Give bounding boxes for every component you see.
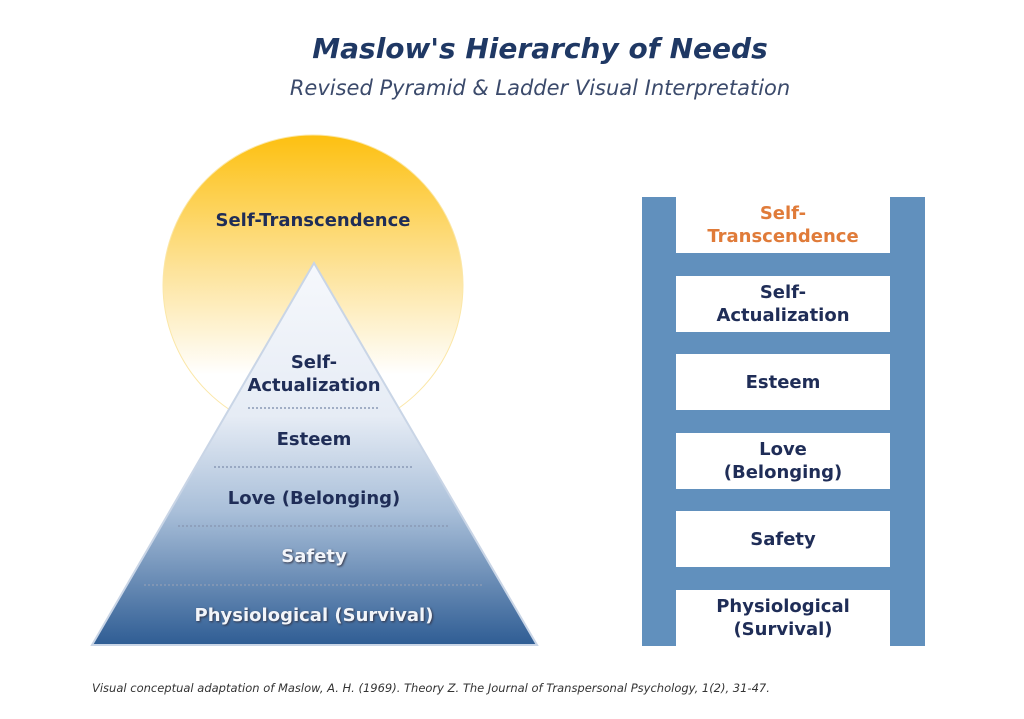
ladder: Self- Transcendence Self- Actualization … [676,197,890,646]
pyramid-level-esteem: Esteem [276,429,352,450]
ladder-rung-self-transcendence: Self- Transcendence [676,197,890,253]
ladder-left-rail [642,197,677,646]
ladder-rung-love: Love (Belonging) [676,433,890,489]
ladder-right-rail [890,197,925,646]
ladder-rung-self-actualization: Self- Actualization [676,276,890,332]
ladder-rung-physiological: Physiological (Survival) [676,590,890,646]
pyramid-level-physiological: Physiological (Survival) [194,605,434,626]
citation-footer: Visual conceptual adaptation of Maslow, … [92,681,770,695]
pyramid-level-love: Love (Belonging) [227,488,401,509]
page-title: Maslow's Hierarchy of Needs [312,32,768,65]
pyramid-level-safety: Safety [281,546,347,567]
ladder-rung-safety: Safety [676,511,890,567]
page-subtitle: Revised Pyramid & Ladder Visual Interpre… [289,76,791,100]
ladder-rung-esteem: Esteem [676,354,890,410]
pyramid-triangle [90,261,539,646]
pyramid-level-self-actualization: Self- Actualization [247,352,381,396]
circle-label-self-transcendence: Self-Transcendence [215,210,411,231]
